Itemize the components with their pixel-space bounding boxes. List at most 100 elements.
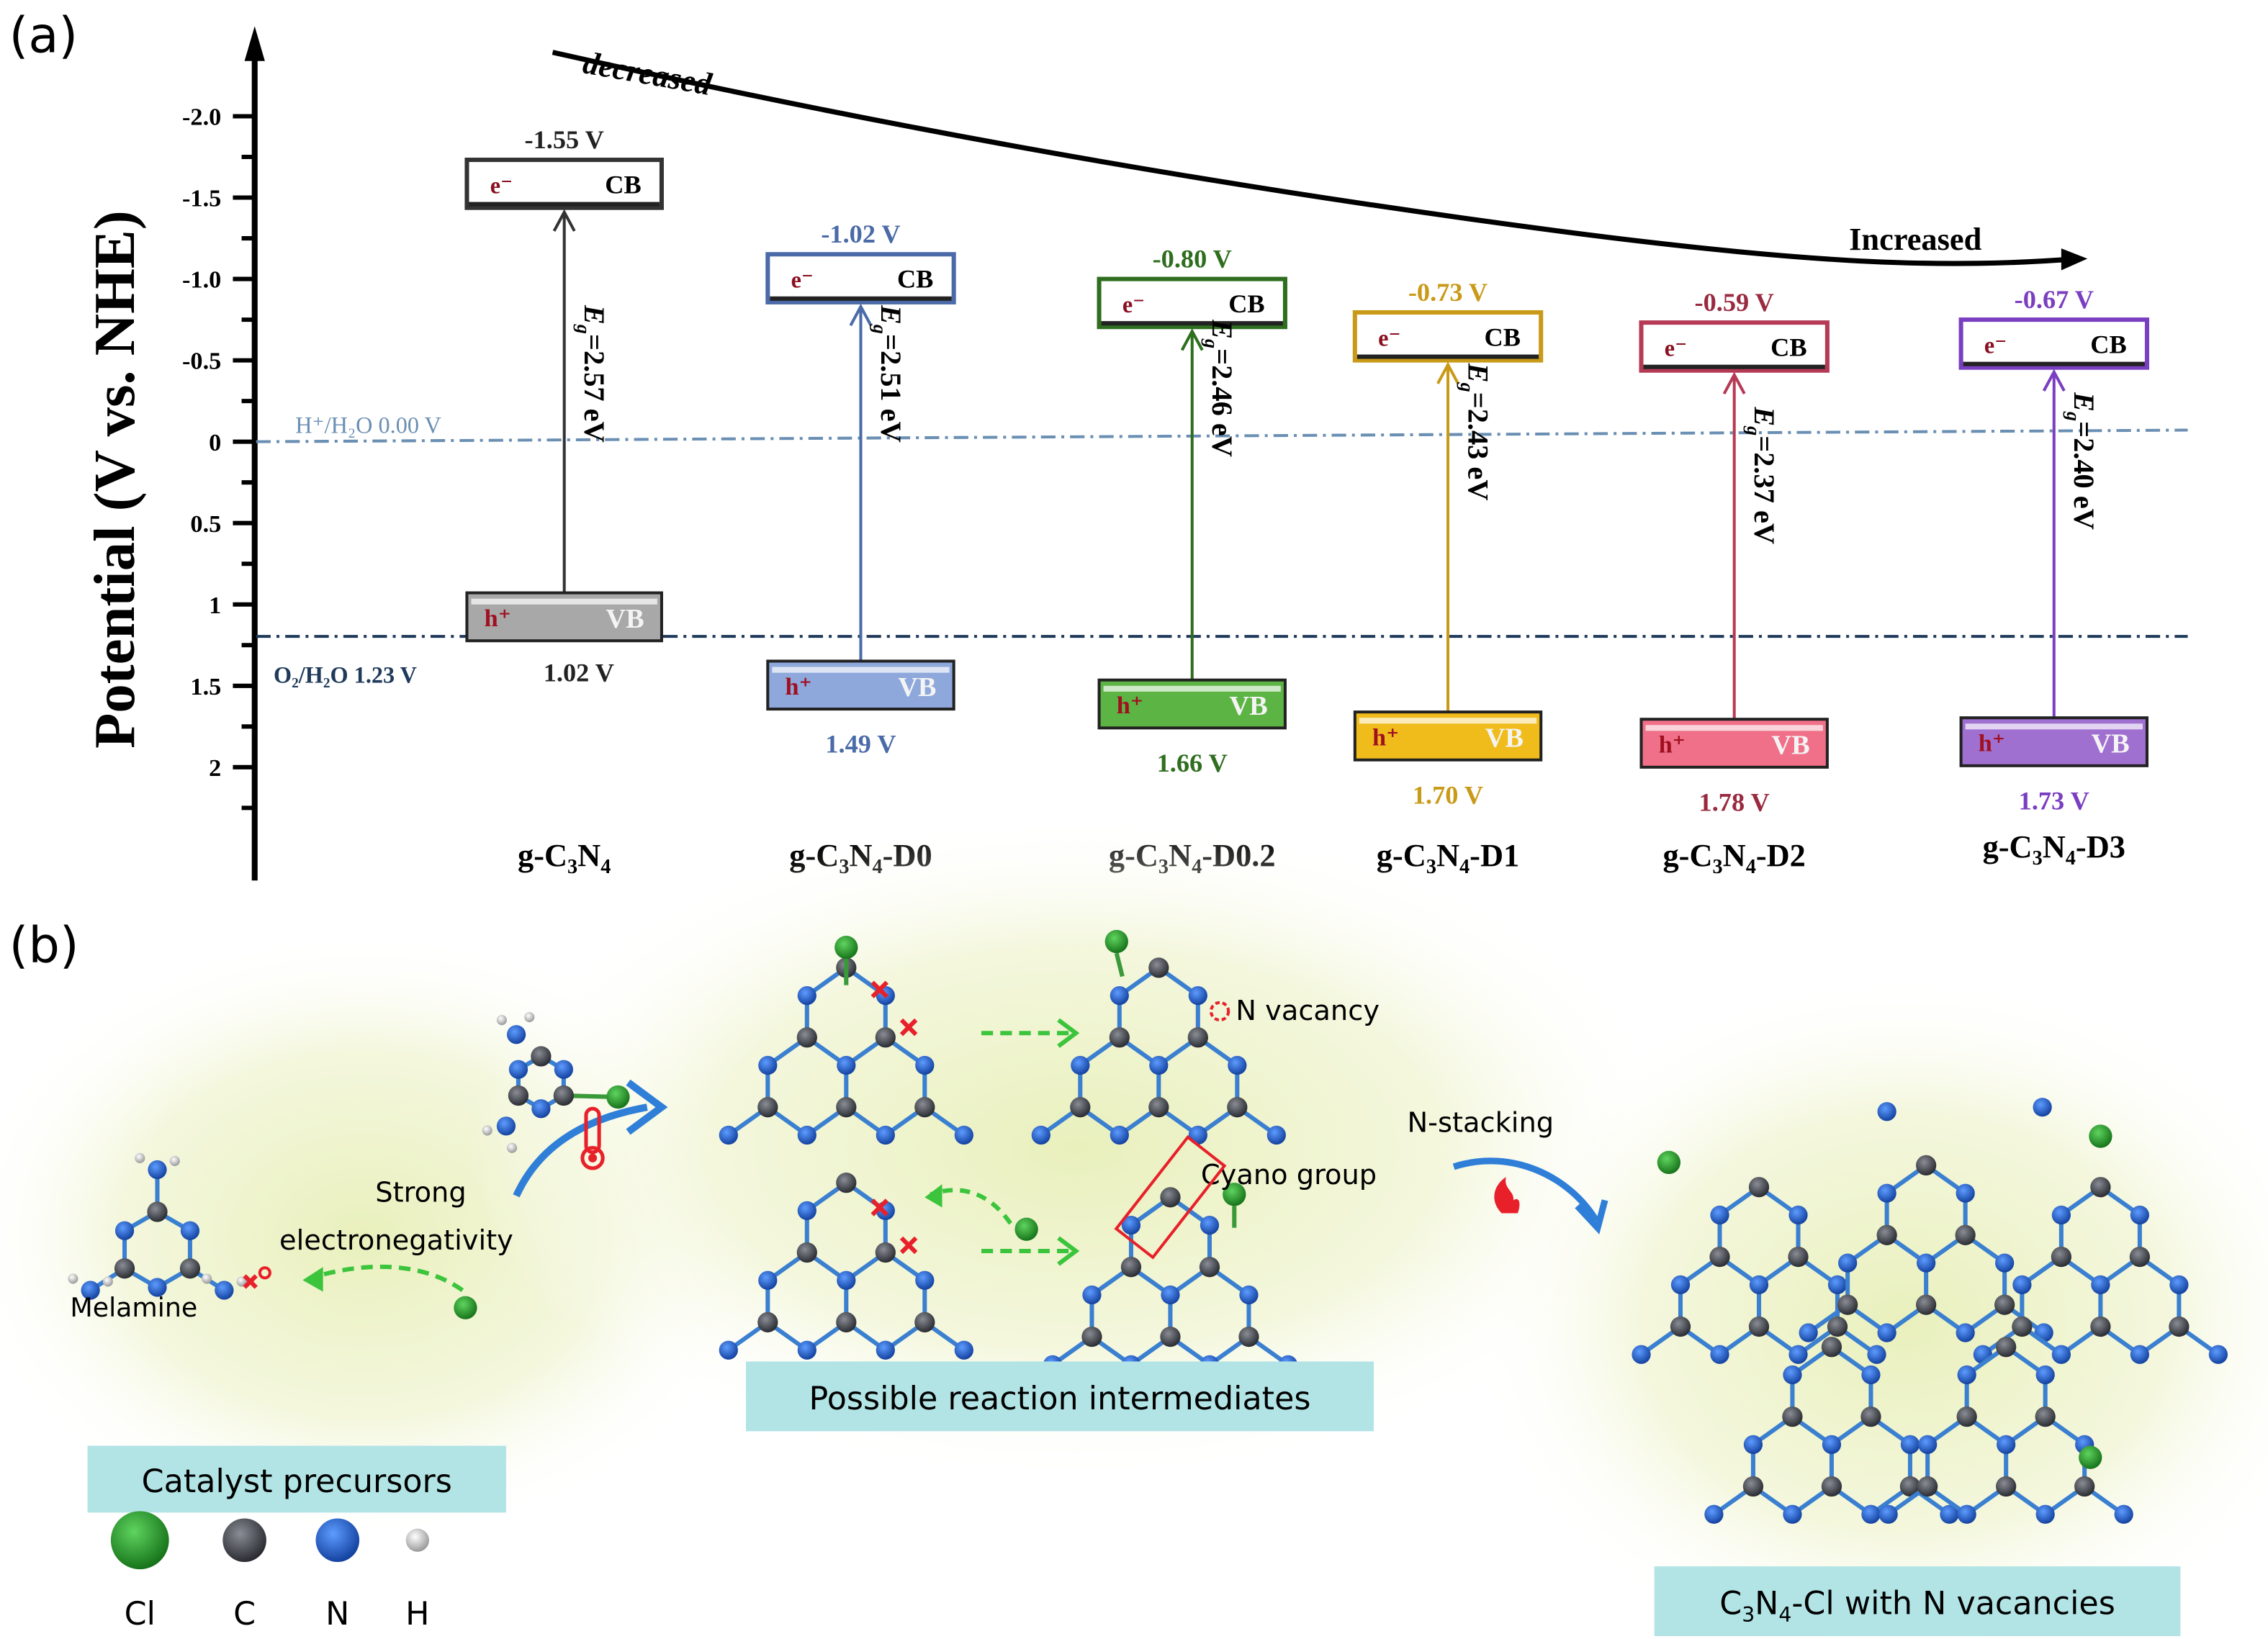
sample-name-sub: 3	[567, 856, 577, 878]
atom-n	[797, 1201, 816, 1221]
cb-box-shadow	[1643, 364, 1825, 369]
sample-name-sub: 3	[1713, 856, 1723, 878]
sample-name-mid: N	[577, 837, 600, 873]
y-ticks: -2.0-1.5-1.0-0.500.511.52	[182, 104, 255, 811]
atom-h	[236, 1276, 247, 1287]
hole-label: h⁺	[1659, 731, 1686, 759]
cb-box	[765, 252, 956, 304]
atom-c	[1821, 1337, 1842, 1358]
atom-n	[837, 1055, 856, 1075]
atom-n	[1161, 1285, 1180, 1305]
atom-c	[1788, 1246, 1809, 1268]
melamine-molecule	[68, 1152, 271, 1300]
atom-n	[1783, 1365, 1802, 1385]
product-network	[1632, 1098, 2228, 1524]
vb-potential-label: 1.66 V	[1157, 749, 1228, 777]
electron-label: e⁻	[1665, 335, 1687, 361]
bandgap-symbol: E	[578, 304, 611, 325]
atom-c	[1917, 1476, 1938, 1497]
atom-n	[2208, 1345, 2228, 1364]
atom-c	[914, 1311, 935, 1333]
atom-c	[1748, 1316, 1770, 1337]
atom-n	[81, 1281, 100, 1300]
glow-product	[1468, 973, 2268, 1639]
vb-label: VB	[1229, 691, 1267, 721]
atom-c	[1670, 1316, 1691, 1337]
atom-n	[1082, 1285, 1102, 1305]
atom-c	[1994, 1294, 2015, 1315]
atom-c	[2035, 1407, 2056, 1427]
dashed-arrowhead-top-icon	[1057, 1018, 1080, 1048]
vb-box-highlight	[1965, 723, 2143, 730]
reference-line-h-h2o	[256, 428, 2188, 443]
legend-ball-h	[405, 1528, 429, 1552]
excitation-arrowhead-icon	[849, 303, 873, 327]
atom-c	[2051, 1246, 2072, 1268]
atom-c	[1199, 1257, 1220, 1278]
reference-line-label: O₂/H₂O 1.23 V	[274, 662, 417, 688]
atom-c	[836, 1311, 857, 1333]
svg-text:Catalyst precursors: Catalyst precursors	[142, 1463, 452, 1500]
atom-c	[2090, 1177, 2111, 1198]
atom-c	[2012, 1316, 2033, 1337]
sample-name-suffix: -D3	[2076, 828, 2125, 864]
vb-potential-label: 1.73 V	[2019, 786, 2089, 815]
scissors-icon	[870, 980, 918, 1255]
panel-a-label: (a)	[9, 7, 78, 65]
cb-potential-label: -1.55 V	[525, 125, 604, 154]
atom-n	[1121, 1215, 1141, 1235]
sample-name-mid: N	[1723, 837, 1746, 873]
bandgap-subscript: g	[870, 324, 891, 334]
atom-n	[506, 1025, 526, 1044]
cb-label: CB	[2090, 330, 2126, 359]
n-stacking-label: N-stacking	[1407, 1107, 1554, 1139]
atom-c	[1955, 1224, 1976, 1245]
atom-c	[1709, 1246, 1730, 1268]
cb-label: CB	[1770, 333, 1806, 362]
atom-n	[1957, 1365, 1976, 1385]
atom-n	[954, 1340, 973, 1360]
y-tick-label: 2	[209, 754, 221, 782]
thermometer-icon	[580, 1106, 605, 1170]
atom-n	[1861, 1504, 1881, 1524]
atom-n	[1110, 986, 1129, 1006]
strong-label: Strong	[375, 1176, 466, 1209]
atom-n	[1200, 1215, 1220, 1235]
atom-c	[1187, 1027, 1208, 1048]
molecules	[68, 929, 2228, 1524]
atom-c	[1956, 1407, 1977, 1427]
legend-label-c: C	[233, 1596, 256, 1633]
intermediate-molecules	[719, 929, 1298, 1375]
bandgap-value: =2.43 eV	[1462, 392, 1494, 501]
atom-c	[836, 1097, 857, 1118]
atom-n	[2051, 1345, 2071, 1364]
sample-name-sub: 3	[1426, 856, 1436, 878]
atom-n	[2130, 1345, 2150, 1364]
y-axis: -2.0-1.5-1.0-0.500.511.52 Potential (V v…	[83, 26, 265, 881]
atom-n	[1783, 1504, 1802, 1524]
bond	[1114, 952, 1125, 977]
atom-c	[1160, 1187, 1181, 1208]
atom-c	[757, 1311, 778, 1333]
bandgap-symbol: E	[1462, 363, 1494, 383]
atom-h	[524, 1011, 535, 1023]
sample-name: g-C3N4	[518, 837, 611, 878]
bandgap-symbol: E	[1206, 319, 1238, 339]
atom-h	[506, 1142, 518, 1153]
atom-c	[875, 1242, 896, 1263]
vb-box-highlight	[1645, 725, 1823, 731]
atom-c	[757, 1097, 778, 1118]
atom-c	[2074, 1476, 2095, 1497]
atom-n	[1632, 1345, 1651, 1364]
atom-n	[876, 1125, 895, 1145]
atom-n	[758, 1270, 778, 1290]
bandgap-value: =2.37 eV	[1748, 435, 1781, 544]
vb-label: VB	[898, 672, 936, 703]
atom-n	[1788, 1205, 1808, 1225]
atom-n	[1710, 1205, 1729, 1225]
